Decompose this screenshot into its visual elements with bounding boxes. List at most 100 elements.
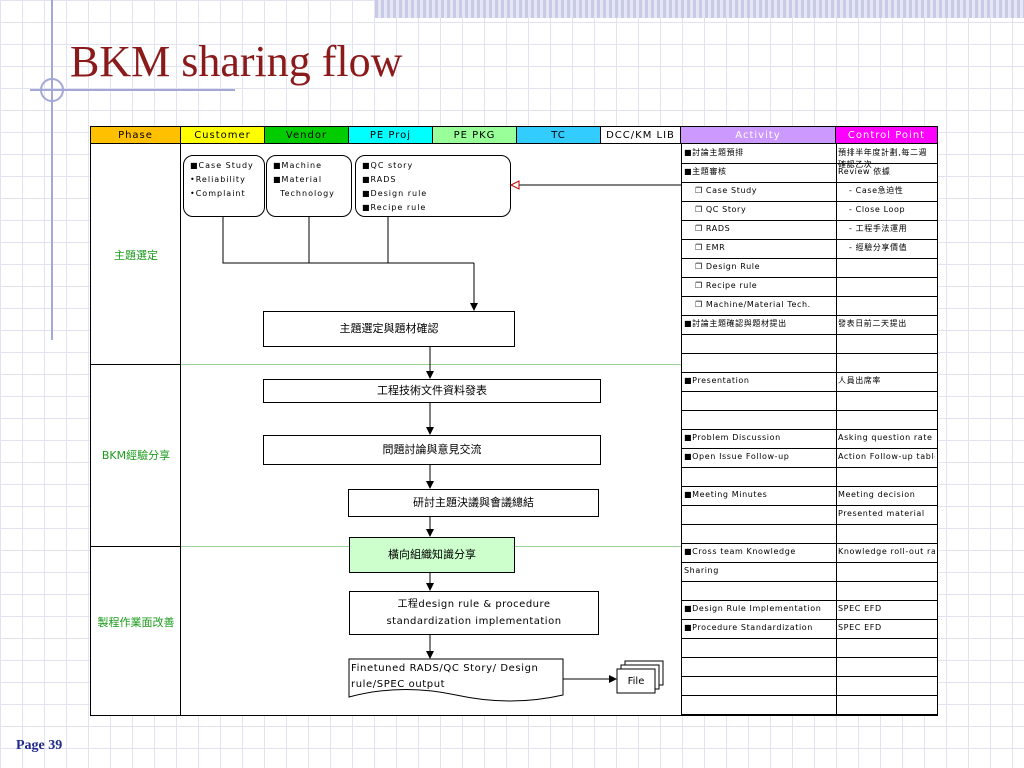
control-cell: Knowledge roll-out rate (838, 547, 935, 556)
step-problem-discussion: 問題討論與意見交流 (263, 435, 601, 465)
activity-cell: ■Problem Discussion (684, 433, 781, 442)
row-divider (681, 695, 937, 696)
activity-cell: ■Open Issue Follow-up (684, 452, 790, 461)
control-cell: - 工程手法運用 (849, 224, 908, 233)
control-cell: Asking question rate (838, 433, 933, 442)
row-divider (681, 600, 937, 601)
phase-guide-line (181, 364, 681, 365)
phase-separator (91, 546, 181, 547)
customer-item: ■Case Study (190, 161, 254, 170)
row-divider (681, 676, 937, 677)
decorative-horizontal-line (30, 89, 235, 91)
activity-cell: ■主題審核 (684, 167, 727, 176)
activity-cell: ■Design Rule Implementation (684, 604, 822, 613)
decorative-vertical-line (51, 0, 53, 340)
step-standardization-line2: standardization implementation (386, 616, 562, 627)
row-divider (681, 353, 937, 354)
activity-cell: ❐ Design Rule (695, 262, 761, 271)
file-label: File (627, 675, 645, 687)
row-divider (681, 410, 937, 411)
row-divider (681, 638, 937, 639)
row-divider (681, 277, 937, 278)
output-document: Finetuned RADS/QC Story/ Design rule/SPE… (351, 661, 561, 693)
phase-lane (91, 144, 181, 715)
vendor-item: Technology (273, 189, 335, 198)
control-cell: 發表日前二天提出 (838, 319, 907, 328)
vendor-source-box: ■Machine ■Material Technology (266, 155, 352, 217)
activity-cell: ❐ QC Story (695, 205, 747, 214)
phase-topic-selection: 主題選定 (114, 249, 158, 262)
step-standardization: 工程design rule & procedure standardizatio… (349, 591, 599, 635)
vendor-item: ■Machine (273, 161, 323, 170)
page-number: Page 39 (16, 738, 63, 753)
phase-bkm-sharing: BKM經驗分享 (101, 449, 171, 462)
row-divider (681, 239, 937, 240)
row-divider (681, 486, 937, 487)
row-divider (681, 448, 937, 449)
control-cell: - Case急迫性 (849, 186, 904, 195)
phase-separator (91, 364, 181, 365)
row-divider (681, 562, 937, 563)
header-tc: TC (517, 127, 601, 144)
control-cell: Presented material (838, 509, 925, 518)
row-divider (681, 258, 937, 259)
row-divider (681, 714, 937, 715)
decorative-circle (40, 78, 64, 102)
activity-cell: ■Presentation (684, 376, 750, 385)
output-line2: rule/SPEC output (351, 679, 446, 690)
row-divider (681, 581, 937, 582)
row-divider (681, 505, 937, 506)
row-divider (681, 429, 937, 430)
pe-item: ■Recipe rule (362, 203, 427, 212)
header-customer: Customer (181, 127, 265, 144)
control-cell: - 經驗分享價值 (849, 243, 908, 252)
row-divider (681, 524, 937, 525)
activity-cell: ❐ Machine/Material Tech. (695, 300, 811, 309)
step-topic-confirm: 主題選定與題材確認 (263, 311, 515, 347)
header-activity: Activity (681, 127, 836, 144)
header-phase: Phase (91, 127, 181, 144)
customer-source-box: ■Case Study •Reliability •Complaint (183, 155, 265, 217)
activity-cell: ■Procedure Standardization (684, 623, 813, 632)
row-divider (681, 182, 937, 183)
activity-cell: ■討論主題確認與題材提出 (684, 319, 787, 328)
flow-connectors (222, 180, 681, 702)
control-cell: SPEC EFD (838, 604, 882, 613)
customer-item: •Complaint (190, 189, 246, 198)
row-divider (681, 467, 937, 468)
header-pe-proj: PE Proj (349, 127, 433, 144)
activity-cell: ❐ Case Study (695, 186, 758, 195)
row-divider (681, 372, 937, 373)
row-divider (681, 657, 937, 658)
activity-cell: ■Cross team Knowledge (684, 547, 796, 556)
row-divider (681, 315, 937, 316)
control-cell: Review 依據 (838, 167, 891, 176)
header-pe-pkg: PE PKG (433, 127, 517, 144)
control-cell: - Close Loop (849, 205, 906, 214)
flow-board: Phase Customer Vendor PE Proj PE PKG TC … (90, 126, 938, 716)
row-divider (681, 220, 937, 221)
activity-cell: ❐ EMR (695, 243, 726, 252)
pe-source-box: ■QC story ■RADS ■Design rule ■Recipe rul… (355, 155, 511, 217)
step-tech-presentation: 工程技術文件資料發表 (263, 379, 601, 403)
activity-cell: ❐ Recipe rule (695, 281, 758, 290)
step-knowledge-sharing: 橫向組織知識分享 (349, 537, 515, 573)
pe-item: ■Design rule (362, 189, 428, 198)
row-divider (681, 334, 937, 335)
row-divider (681, 543, 937, 544)
control-cell: Action Follow-up table (838, 452, 935, 461)
pe-item: ■QC story (362, 161, 414, 170)
row-divider (681, 296, 937, 297)
pe-item: ■RADS (362, 175, 397, 184)
row-divider (681, 201, 937, 202)
page-title: BKM sharing flow (70, 37, 403, 86)
activity-cell: ❐ RADS (695, 224, 731, 233)
control-cell: Meeting decision (838, 490, 916, 499)
vendor-item: ■Material (273, 175, 323, 184)
control-cell: 人員出席率 (838, 376, 881, 385)
step-standardization-line1: 工程design rule & procedure (397, 599, 551, 610)
row-divider (681, 391, 937, 392)
header-control-point: Control Point (836, 127, 937, 144)
row-divider (681, 619, 937, 620)
row-divider (681, 163, 937, 164)
